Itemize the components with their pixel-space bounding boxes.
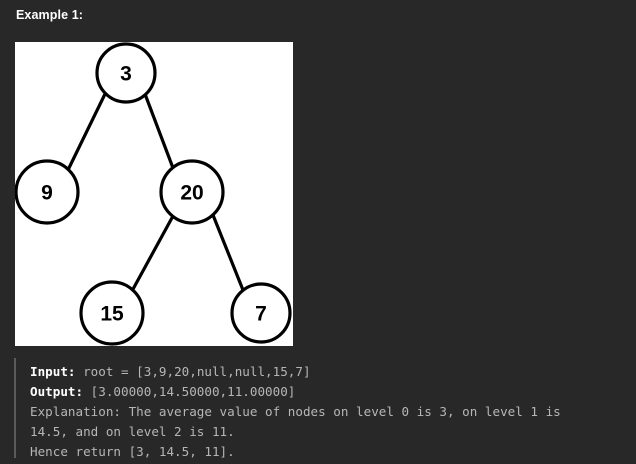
node-circle	[15, 159, 80, 225]
node-label: 15	[100, 303, 124, 326]
explanation-line-2: 14.5, and on level 2 is 11.	[30, 424, 235, 439]
tree-node-right-left: 15	[79, 280, 145, 346]
output-value: [3.00000,14.50000,11.00000]	[83, 384, 296, 399]
edge-20-to-15	[130, 215, 175, 292]
binary-tree-figure: 3 9 20 15 7	[15, 42, 293, 346]
page-title: Example 1:	[16, 8, 84, 22]
tree-node-left: 9	[15, 159, 80, 225]
tree-edges	[66, 93, 245, 292]
node-circle	[95, 42, 157, 104]
node-circle	[79, 280, 145, 346]
explanation-line-1: Explanation: The average value of nodes …	[30, 404, 561, 419]
edge-root-to-9	[66, 93, 107, 171]
edge-root-to-20	[143, 93, 175, 169]
edge-20-to-7	[211, 214, 245, 291]
input-value: root = [3,9,20,null,null,15,7]	[75, 364, 311, 379]
output-label: Output:	[30, 384, 84, 399]
input-line: Input: root = [3,9,20,null,null,15,7]	[30, 362, 622, 382]
explanation-line-3: Hence return [3, 14.5, 11].	[30, 444, 235, 459]
tree-nodes: 3 9 20 15 7	[15, 42, 292, 346]
binary-tree-svg: 3 9 20 15 7	[15, 42, 292, 346]
node-circle	[159, 159, 225, 225]
input-label: Input:	[30, 364, 76, 379]
tree-node-right: 20	[159, 159, 225, 225]
node-label: 3	[120, 63, 132, 86]
node-label: 20	[180, 182, 203, 205]
node-label: 7	[255, 303, 267, 326]
output-line: Output: [3.00000,14.50000,11.00000]	[30, 382, 622, 402]
node-label: 9	[41, 182, 53, 205]
tree-node-right-right: 7	[230, 282, 292, 344]
node-circle	[230, 282, 292, 344]
tree-node-root: 3	[95, 42, 157, 104]
example-io-block: Input: root = [3,9,20,null,null,15,7] Ou…	[14, 358, 622, 459]
